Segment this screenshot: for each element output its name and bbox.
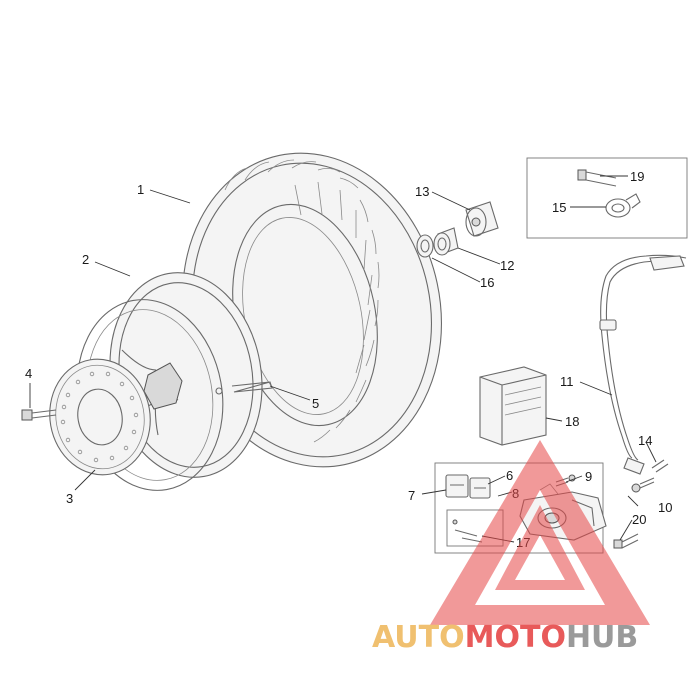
clamp-kit-box xyxy=(526,157,688,239)
leader-lines xyxy=(29,175,657,543)
watermark-auto: AUTO xyxy=(372,620,465,655)
callout-15: 15 xyxy=(552,200,566,215)
disc-bolt xyxy=(21,409,57,421)
hose-clamp xyxy=(605,193,641,218)
speedometer-drive xyxy=(465,201,499,237)
callout-18: 18 xyxy=(565,414,579,429)
hub-spacer xyxy=(416,234,434,258)
watermark-moto: MOTO xyxy=(465,620,566,655)
caliper-bolt xyxy=(613,533,639,549)
callout-14: 14 xyxy=(638,433,652,448)
callout-19: 19 xyxy=(630,169,644,184)
callout-10: 10 xyxy=(658,500,672,515)
banjo-bolt xyxy=(631,477,655,493)
callout-5: 5 xyxy=(312,396,319,411)
callout-6: 6 xyxy=(506,468,513,483)
hose-fitting-screw xyxy=(651,459,669,473)
callout-1: 1 xyxy=(137,182,144,197)
callout-4: 4 xyxy=(25,366,32,381)
callout-7: 7 xyxy=(408,488,415,503)
instruction-booklet xyxy=(479,366,547,446)
callout-13: 13 xyxy=(415,184,429,199)
clamp-screw xyxy=(577,169,617,187)
brake-disc xyxy=(49,358,151,476)
automotohub-watermark: AUTOMOTOHUB xyxy=(372,440,650,655)
hub-bushing xyxy=(433,227,459,256)
callout-2: 2 xyxy=(82,252,89,267)
tyre-tread xyxy=(224,159,380,443)
callout-9: 9 xyxy=(585,469,592,484)
brake-pads xyxy=(445,474,491,499)
callout-20: 20 xyxy=(632,512,646,527)
watermark-hub: HUB xyxy=(566,620,638,655)
svg-text:AUTOMOTOHUB: AUTOMOTOHUB xyxy=(372,620,638,655)
brake-hose xyxy=(599,254,687,475)
callout-3: 3 xyxy=(66,491,73,506)
callout-12: 12 xyxy=(500,258,514,273)
callout-11: 11 xyxy=(560,374,574,389)
callout-16: 16 xyxy=(480,275,494,290)
